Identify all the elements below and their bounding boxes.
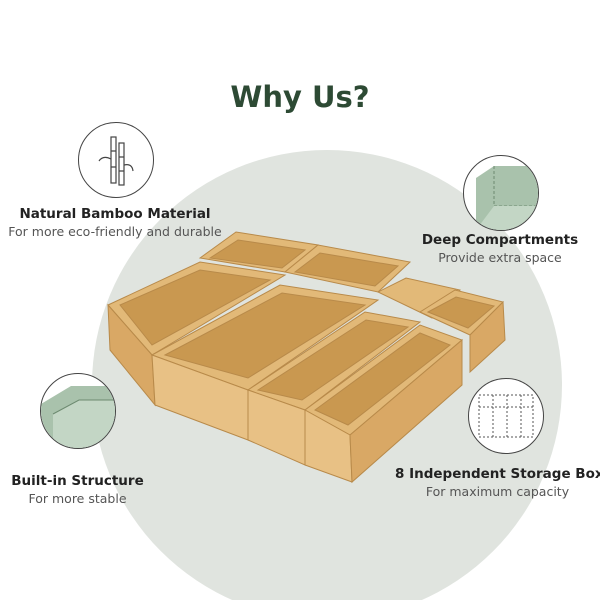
- bamboo-icon: [78, 122, 154, 198]
- page-title: Why Us?: [230, 80, 370, 114]
- feature-built-in-structure: Built-in Structure For more stable: [11, 473, 144, 506]
- corner-structure-icon: [40, 373, 116, 449]
- feature-storage-boxes: 8 Independent Storage Boxes For maximum …: [395, 466, 600, 499]
- feature-deep-compartments: Deep Compartments Provide extra space: [421, 232, 579, 265]
- deep-corner-icon: [463, 155, 539, 231]
- dashed-boxes-icon: [468, 378, 544, 454]
- feature-natural-bamboo: Natural Bamboo Material For more eco-fri…: [8, 206, 222, 239]
